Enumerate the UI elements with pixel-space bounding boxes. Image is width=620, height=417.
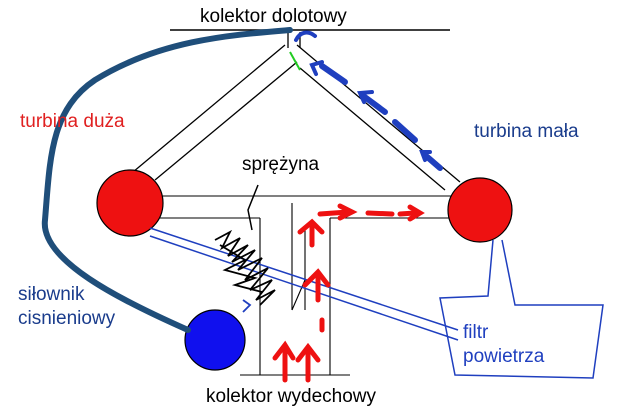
pressure-actuator <box>184 309 246 371</box>
label-turbina-duza: turbina duża <box>20 111 125 132</box>
label-kolektor-wydechowy: kolektor wydechowy <box>206 386 377 407</box>
red-flow-arrows <box>272 203 425 383</box>
air-filter <box>439 239 604 379</box>
blue-flow-arrows <box>319 63 443 171</box>
label-turbina-mala: turbina mała <box>474 121 579 142</box>
spring <box>214 229 276 306</box>
label-cisnieniowy: cisnieniowy <box>18 308 116 329</box>
pipe-left-diagonal <box>132 44 298 181</box>
label-kolektor-dolotowy: kolektor dolotowy <box>200 6 347 27</box>
label-powietrza: powietrza <box>463 346 545 367</box>
blue-arrow-heads <box>294 30 432 162</box>
label-filtr: filtr <box>463 322 489 343</box>
spring-pointer <box>247 184 259 231</box>
turbine-large <box>96 169 164 237</box>
label-sprezyna: sprężyna <box>242 154 320 175</box>
label-silownik: siłownik <box>18 284 85 305</box>
green-valve <box>289 51 301 71</box>
turbine-small <box>447 177 513 243</box>
actuator-rod <box>149 227 459 341</box>
pipe-middle-horizontal <box>160 195 453 219</box>
pressure-hose <box>41 27 293 333</box>
spring-rod-arrow <box>242 299 252 313</box>
